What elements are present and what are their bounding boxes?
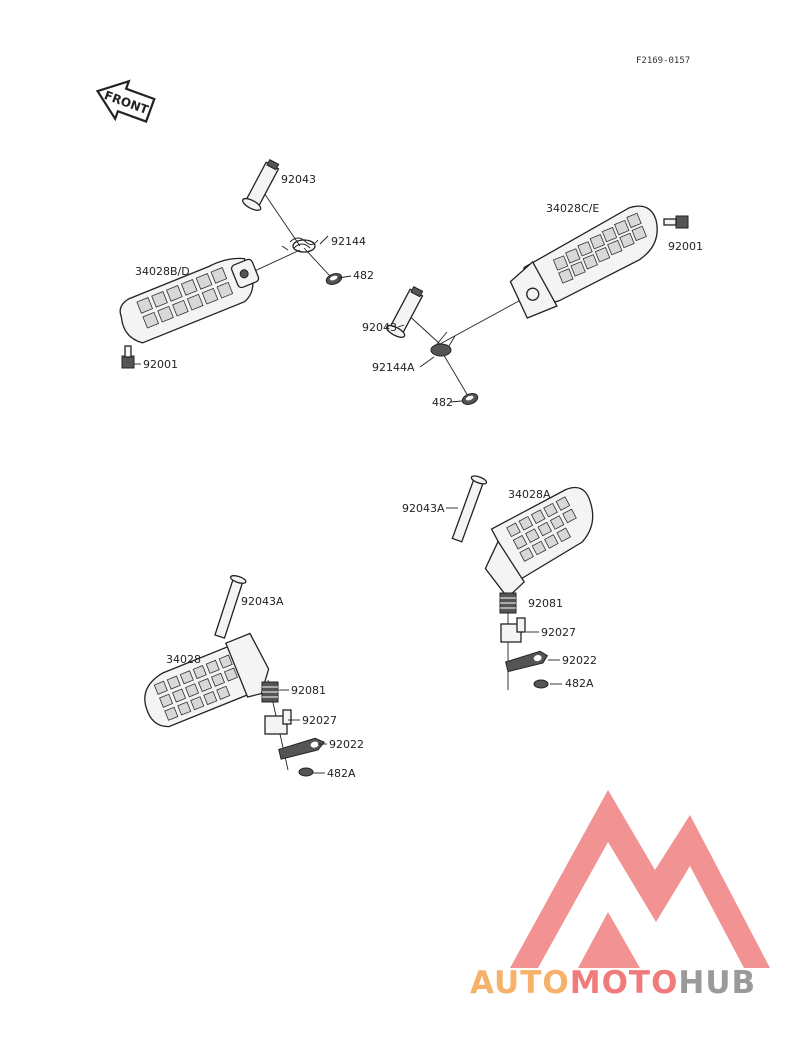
detent-bushing-icon [500,617,526,643]
torsion-spring-icon [281,235,329,253]
label-lower-left-spring: 92081 [291,684,326,697]
retaining-clip-icon [461,393,479,405]
footpeg-icon [119,257,260,344]
retaining-clip-icon [533,679,549,689]
pivot-pin-icon [385,286,424,338]
footpeg-icon [509,205,658,319]
label-lower-right-clip: 482A [565,677,594,690]
footpeg-icon [484,486,594,599]
lower-left-assembly: 92043A 34028 92081 92027 92022 482A [144,575,364,780]
detent-bushing-icon [264,709,292,735]
label-lower-right-pin: 92043A [402,502,445,515]
pivot-pin-icon [214,575,247,639]
watermark-logo-icon [510,790,770,968]
detent-plate-icon [278,737,326,760]
label-lower-right-footpeg: 34028A [508,488,551,501]
upper-left-assembly: 92043 92144 482 34028B/D 92001 [119,159,374,371]
detent-plate-icon [505,650,549,673]
watermark-part-hub: HUB [678,965,756,1001]
label-lower-left-clip: 482A [327,767,356,780]
bolt-icon [121,345,135,369]
label-upper-right-footpeg: 34028C/E [546,202,599,215]
label-lower-right-spring: 92081 [528,597,563,610]
label-upper-left-pin: 92043 [281,173,316,186]
label-lower-left-plate: 92022 [329,738,364,751]
pivot-pin-icon [451,475,488,543]
label-lower-left-footpeg: 34028 [166,653,201,666]
watermark-part-auto: AUTO [470,965,570,1001]
figure-code: F2169-0157 [636,56,690,66]
label-lower-right-detent: 92027 [541,626,576,639]
footpeg-icon [144,632,270,728]
bolt-icon [663,215,689,229]
label-upper-left-footpeg: 34028B/D [135,265,190,278]
watermark-part-moto: MOTO [570,965,679,1001]
watermark-text: AUTOMOTOHUB [470,965,756,1001]
label-lower-left-detent: 92027 [302,714,337,727]
label-upper-left-spring: 92144 [331,235,366,248]
retaining-clip-icon [298,767,314,777]
label-upper-right-bolt: 92001 [668,240,703,253]
watermark: AUTOMOTOHUB [470,790,770,1001]
label-upper-left-clip: 482 [353,269,374,282]
label-lower-right-plate: 92022 [562,654,597,667]
compression-spring-icon [499,592,517,614]
label-upper-right-pin: 92043 [362,321,397,334]
lower-right-assembly: 92043A 34028A 92081 92027 92022 482A [402,475,597,690]
label-upper-right-spring: 92144A [372,361,415,374]
label-upper-right-clip: 482 [432,396,453,409]
upper-right-assembly: 34028C/E 92001 92043 92144A 482 [362,202,703,409]
compression-spring-icon [261,681,279,703]
pivot-pin-icon [241,159,280,211]
torsion-spring-icon [430,331,456,357]
label-lower-left-pin: 92043A [241,595,284,608]
retaining-clip-icon [325,273,343,285]
front-direction-arrow-icon: FRONT [95,79,156,123]
label-upper-left-bolt: 92001 [143,358,178,371]
